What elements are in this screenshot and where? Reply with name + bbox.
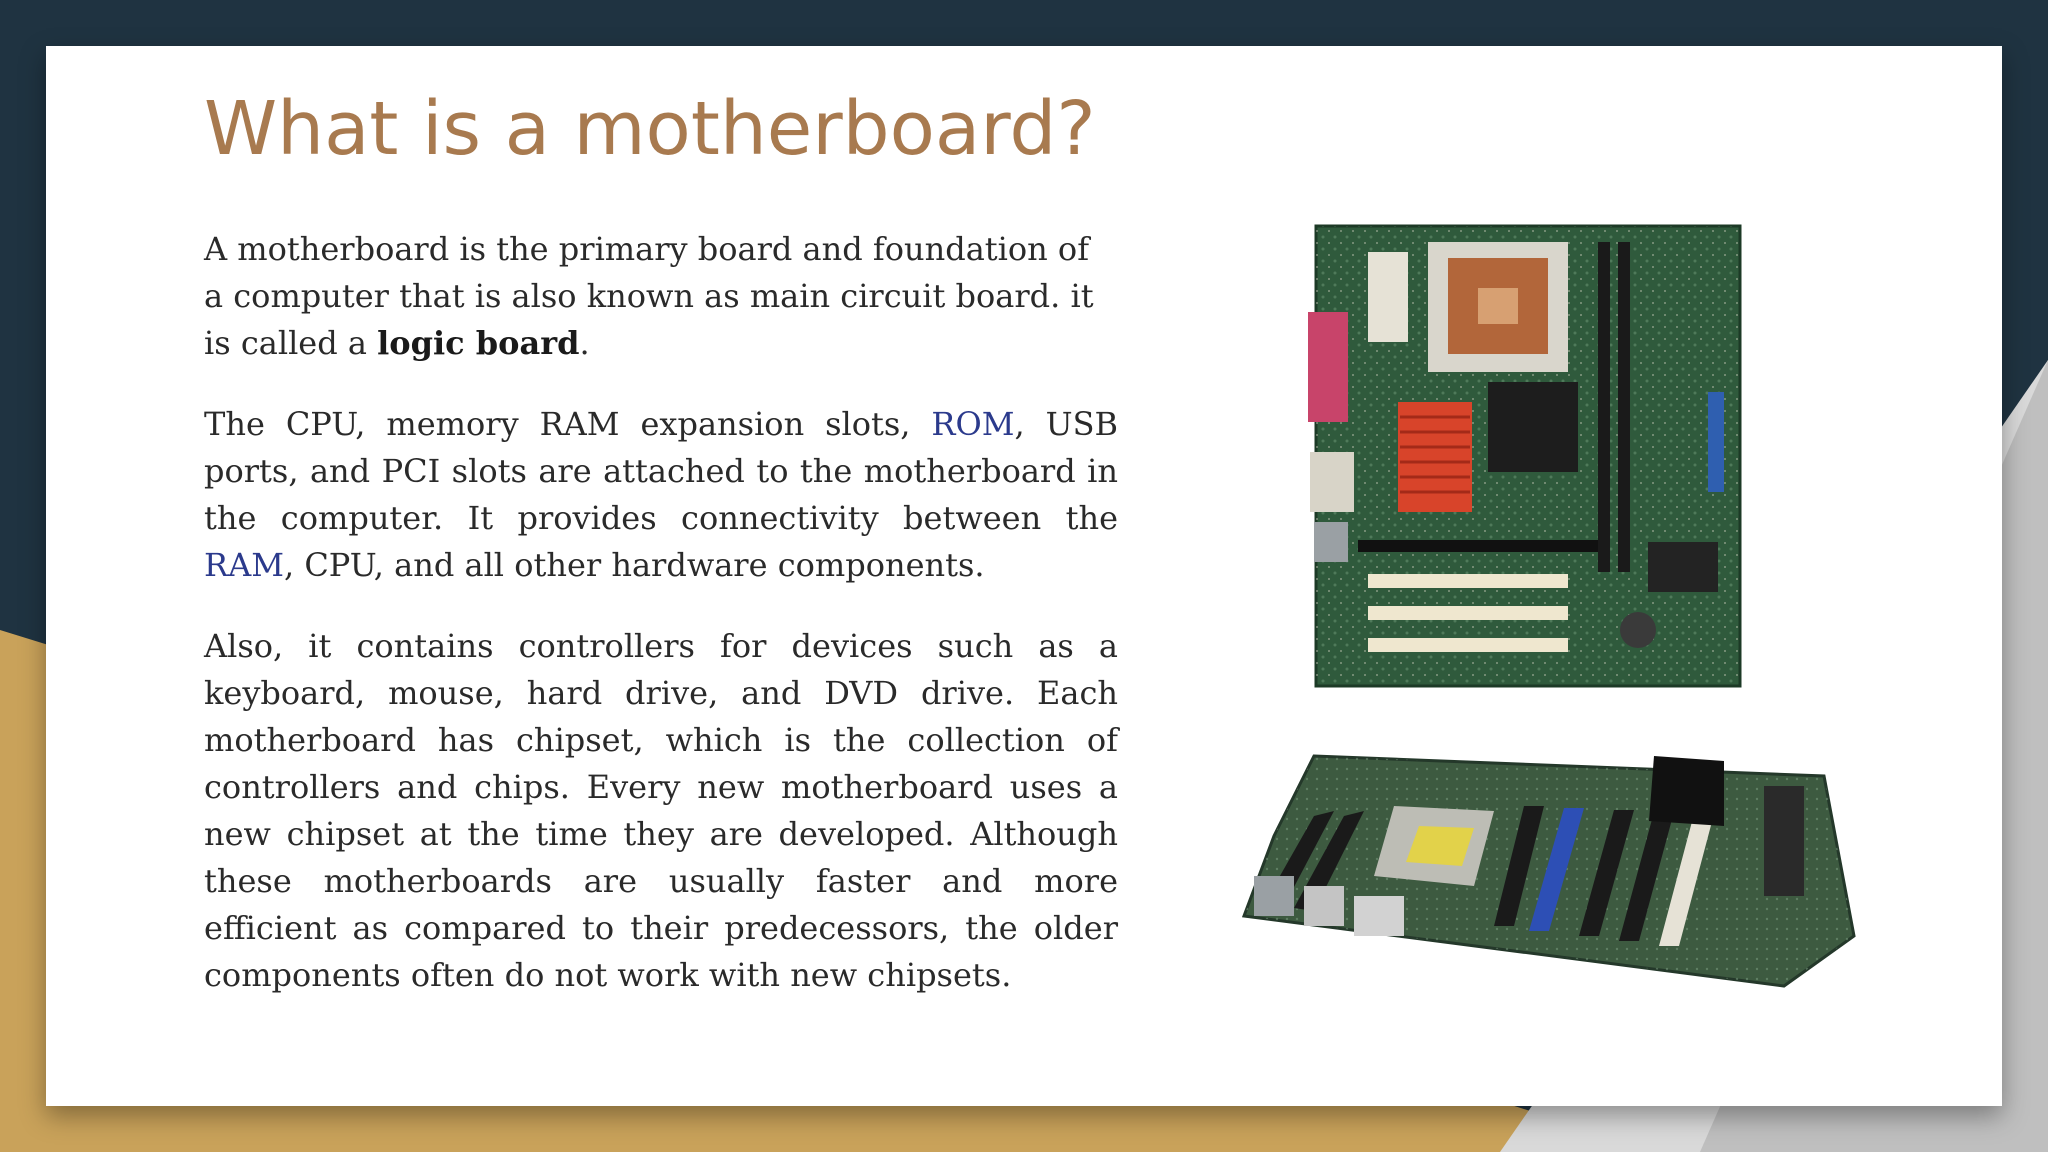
motherboard-angled-view-image <box>1241 754 1856 988</box>
paragraph-3: Also, it contains controllers for device… <box>204 627 1118 994</box>
ram-link[interactable]: RAM <box>204 546 284 584</box>
paragraph-2-text-3: , CPU, and all other hardware components… <box>283 546 985 584</box>
paragraph-1-end: . <box>579 324 590 362</box>
motherboard-top-view-image <box>1308 224 1742 688</box>
paragraph-1: A motherboard is the primary board and f… <box>204 226 1118 367</box>
paragraph-2-text-1: The CPU, memory RAM expansion slots, <box>204 405 932 443</box>
rom-link[interactable]: ROM <box>931 405 1015 443</box>
paragraph-1-text: A motherboard is the primary board and f… <box>204 230 1094 362</box>
slide-title: What is a motherboard? <box>204 86 1096 172</box>
logic-board-term: logic board <box>377 324 580 362</box>
paragraph-2: The CPU, memory RAM expansion slots, ROM… <box>204 401 1118 589</box>
paragraph-2-text-2: , USB ports, and PCI slots are attached … <box>204 405 1119 537</box>
slide-body: A motherboard is the primary board and f… <box>204 226 1118 1033</box>
slide-card: What is a motherboard? A motherboard is … <box>46 46 2002 1106</box>
